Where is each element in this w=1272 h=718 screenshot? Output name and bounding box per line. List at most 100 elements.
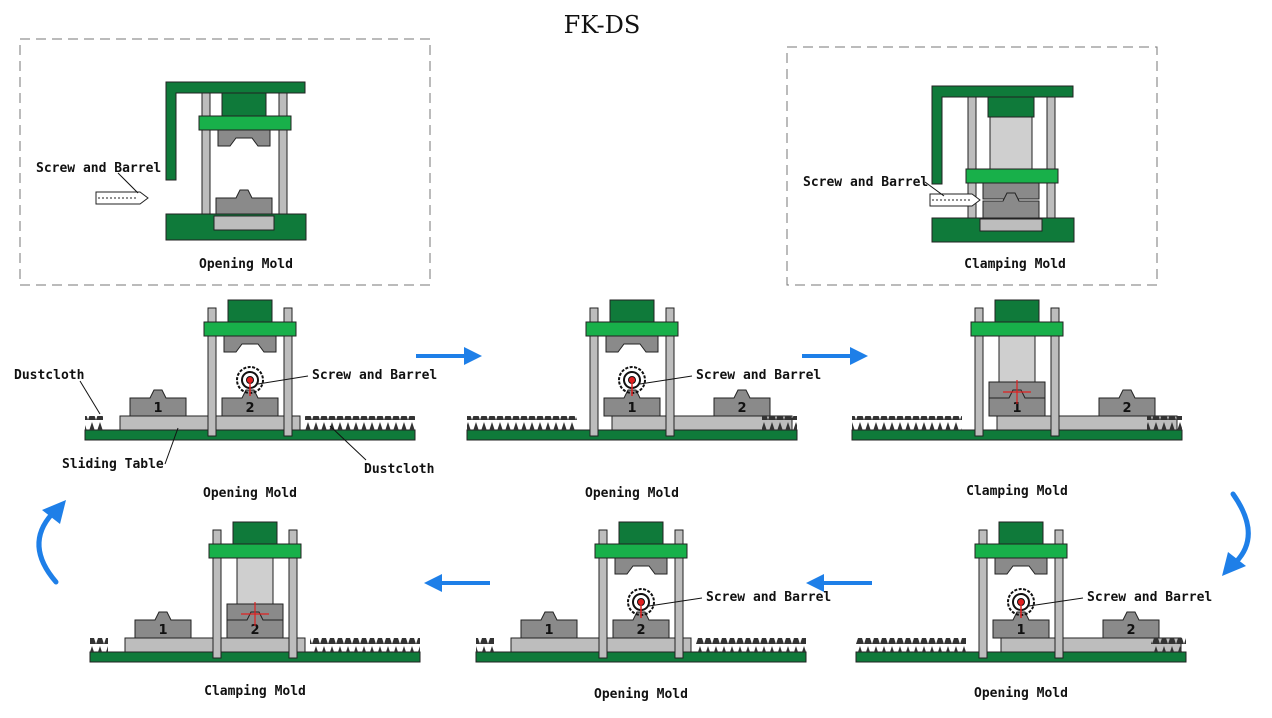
label-screw-and-barrel: Screw and Barrel — [696, 368, 821, 383]
inset-label-screw-and-barrel: Screw and Barrel — [803, 175, 928, 190]
leader-line — [1028, 597, 1084, 607]
moving-platen — [965, 168, 1059, 184]
curved-arrow-icon-head — [1222, 552, 1246, 576]
mold-number: 2 — [1126, 623, 1135, 638]
tie-bar-left — [598, 529, 608, 659]
tie-bar-right — [665, 307, 675, 437]
moving-platen — [594, 543, 688, 559]
label-dustcloth-right: Dustcloth — [364, 462, 434, 477]
opening-scene: 21 — [84, 299, 416, 441]
curved-arrow-icon — [1230, 491, 1251, 565]
tie-bar-right — [674, 529, 684, 659]
base-platform — [89, 651, 421, 663]
mold-number: 1 — [627, 401, 636, 416]
mold-lower-half — [221, 389, 279, 417]
tie-bar-right — [1050, 307, 1060, 437]
inset-clamping — [924, 85, 1075, 243]
base-platform — [84, 429, 416, 441]
tie-bar-left — [978, 529, 988, 659]
mold-number: 1 — [1016, 623, 1025, 638]
tie-bar-left — [212, 529, 222, 659]
screw-barrel-icon — [929, 193, 981, 207]
dustcloth-bellows — [856, 638, 966, 652]
clamping-scene: 21 — [89, 521, 421, 663]
scene-caption: Clamping Mold — [966, 484, 1068, 499]
inset-caption-opening: Opening Mold — [199, 257, 293, 272]
inset-box-opening — [19, 38, 431, 286]
curved-arrow-icon — [36, 511, 59, 585]
sliding-table — [213, 215, 275, 231]
inset-caption-clamping: Clamping Mold — [964, 257, 1066, 272]
dustcloth-bellows — [476, 638, 494, 652]
mold-number: 1 — [153, 401, 162, 416]
mold-number: 1 — [158, 623, 167, 638]
leader-line — [117, 172, 139, 194]
mold-upper-half — [994, 557, 1048, 575]
dustcloth-bellows — [90, 638, 108, 652]
label-dustcloth-left: Dustcloth — [14, 368, 84, 383]
scene-caption: Opening Mold — [203, 486, 297, 501]
clamp-cylinder — [998, 335, 1036, 385]
mold-lower-half — [1102, 611, 1160, 639]
mold-lower-half — [520, 611, 578, 639]
moving-platen — [208, 543, 302, 559]
mold-lower-half — [603, 389, 661, 417]
mold-lower-half — [129, 389, 187, 417]
leader-line — [257, 375, 309, 385]
dustcloth-bellows — [85, 416, 103, 430]
mold-lower-half — [215, 189, 273, 217]
tie-bar-left — [967, 96, 977, 232]
clamp-cylinder — [236, 557, 274, 607]
scene-caption: Opening Mold — [585, 486, 679, 501]
diagram-title: FK-DS — [564, 11, 641, 39]
clamp-cylinder — [989, 116, 1033, 170]
hydraulic-block — [232, 521, 278, 545]
mold-number: 2 — [245, 401, 254, 416]
moving-platen — [203, 321, 297, 337]
mold-lower-half — [713, 389, 771, 417]
label-sliding-table: Sliding Table — [62, 457, 164, 472]
moving-platen — [970, 321, 1064, 337]
right-arrow-icon — [416, 347, 482, 365]
base-platform — [851, 429, 1183, 441]
hydraulic-block — [987, 96, 1035, 118]
curved-arrow-icon-head — [42, 500, 66, 524]
mold-number: 2 — [250, 623, 259, 638]
sliding-table — [979, 218, 1043, 232]
mold-lower-half — [612, 611, 670, 639]
moving-platen — [585, 321, 679, 337]
hydraulic-block — [609, 299, 655, 323]
leader-line — [79, 380, 101, 415]
leader-line — [924, 181, 945, 197]
tie-bar-right — [288, 529, 298, 659]
label-screw-and-barrel: Screw and Barrel — [1087, 590, 1212, 605]
mold-upper-half — [605, 335, 659, 353]
right-arrow-icon — [802, 347, 868, 365]
mold-number: 2 — [1122, 401, 1131, 416]
leader-line — [639, 375, 693, 385]
scene-caption: Opening Mold — [594, 687, 688, 702]
dustcloth-bellows — [467, 416, 577, 430]
press-frame — [165, 81, 306, 181]
mold-number: 1 — [544, 623, 553, 638]
scene-caption: Clamping Mold — [204, 684, 306, 699]
tie-bar-left — [589, 307, 599, 437]
base-platform — [855, 651, 1187, 663]
left-arrow-icon — [424, 574, 490, 592]
mold-lower-half — [134, 611, 192, 639]
mold-number: 2 — [737, 401, 746, 416]
label-screw-and-barrel: Screw and Barrel — [312, 368, 437, 383]
hydraulic-block — [221, 92, 267, 118]
leader-line — [648, 597, 703, 607]
tie-bar-right — [283, 307, 293, 437]
mold-lower-half — [982, 192, 1040, 220]
moving-platen — [198, 115, 292, 131]
base-platform — [475, 651, 807, 663]
hydraulic-block — [618, 521, 664, 545]
opening-scene: 21 — [475, 521, 807, 663]
mold-number: 2 — [636, 623, 645, 638]
